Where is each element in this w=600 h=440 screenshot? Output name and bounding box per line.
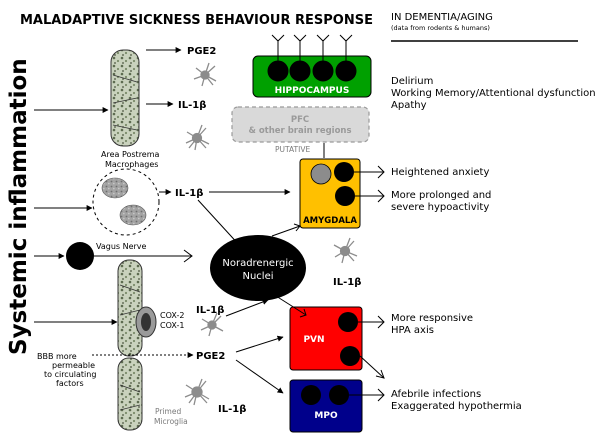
bbb-label-4: factors: [56, 379, 84, 388]
synapse-icon: [377, 315, 385, 329]
outcome-delirium: Delirium: [391, 76, 433, 87]
synapse-icon: [377, 189, 385, 203]
microglia-label: Microglia: [154, 417, 188, 426]
synapse-icon: [377, 388, 385, 402]
neuron-icon: [335, 186, 355, 206]
outcome-hpa-2: HPA axis: [391, 325, 434, 336]
synapse-icon: [293, 223, 301, 232]
pfc-label-1: PFC: [291, 115, 309, 125]
bbb-label-2: permeable: [52, 361, 95, 370]
pge2-top-label: PGE2: [187, 46, 216, 57]
side-label: Systemic inflammation: [6, 58, 32, 355]
nuclei-to-pvn: [275, 295, 307, 316]
pfc-box: [231, 106, 370, 143]
cox-core-icon: [141, 313, 151, 331]
microglia-icon: [184, 378, 210, 406]
endothelial-cell-icon: [110, 49, 140, 147]
pfc-label-2: & other brain regions: [248, 126, 351, 136]
mpo-label: MPO: [314, 411, 338, 421]
microglia-icon: [185, 124, 210, 151]
il1b-lower-label: IL-1β: [196, 305, 224, 316]
neuron-icon: [334, 162, 354, 182]
aside-title: IN DEMENTIA/AGING: [391, 12, 493, 23]
cox1-label: COX-1: [160, 321, 184, 330]
neuron-icon: [329, 385, 349, 405]
nuclei-to-amygdala: [271, 225, 301, 237]
neuron-icon: [340, 346, 360, 366]
area-postrema-circle: [92, 168, 160, 236]
macrophages-label: Macrophages: [105, 160, 158, 169]
macrophage-icon: [119, 204, 147, 226]
arrow-icon: [235, 335, 284, 353]
putative-label: PUTATIVE: [275, 145, 310, 154]
vagus-label: Vagus Nerve: [96, 242, 147, 251]
primed-label: Primed: [155, 407, 181, 416]
il1b-amygdala-label: IL-1β: [333, 277, 361, 288]
synapse-icon: [377, 165, 385, 179]
macrophage-icon: [101, 177, 129, 199]
bbb-label-3: to circulating: [44, 370, 96, 379]
pvn-out-2: [359, 355, 385, 379]
synapse-icon: [299, 308, 307, 318]
outcome-anxiety: Heightened anxiety: [391, 167, 489, 178]
endothelial-cell-icon: [117, 259, 143, 357]
neuron-icon: [66, 242, 94, 270]
il1b-middle-label: IL-1β: [175, 188, 203, 199]
neuron-icon: [267, 34, 357, 82]
il1b-top-label: IL-1β: [178, 100, 206, 111]
endothelial-cell-icon: [117, 357, 143, 431]
il1b-bottom-label: IL-1β: [218, 404, 246, 415]
mpo-box: [289, 379, 363, 433]
diagram-title: MALADAPTIVE SICKNESS BEHAVIOUR RESPONSE: [20, 13, 373, 28]
pvn-label: PVN: [303, 335, 324, 345]
arrow-icon: [225, 299, 269, 317]
outcome-infections: Afebrile infections: [391, 389, 481, 400]
arrow-icon: [235, 359, 284, 394]
neuron-icon: [301, 385, 321, 405]
neuron-icon: [338, 312, 358, 332]
pge2-bottom-label: PGE2: [196, 351, 225, 362]
outcome-hypoactivity-1: More prolonged and: [391, 190, 491, 201]
neuron-icon: [310, 163, 332, 185]
aside-note: (data from rodents & humans): [391, 24, 490, 32]
outcome-hypoactivity-2: severe hypoactivity: [391, 202, 489, 213]
outcome-working-memory: Working Memory/Attentional dysfunction: [391, 88, 596, 99]
nuclei-label-2: Nuclei: [242, 271, 273, 282]
microglia-icon: [193, 62, 217, 87]
outcome-apathy: Apathy: [391, 100, 427, 111]
bbb-label-1: BBB more: [37, 352, 77, 361]
arrow-icon: [197, 199, 242, 248]
noradrenergic-nuclei: [210, 235, 306, 301]
cox2-label: COX-2: [160, 311, 184, 320]
microglia-icon: [200, 312, 224, 337]
hippocampus-label: HIPPOCAMPUS: [275, 86, 350, 96]
synapse-icon: [183, 249, 193, 263]
area-postrema-label: Area Postrema: [101, 150, 160, 159]
nuclei-label-1: Noradrenergic: [222, 258, 293, 269]
synapse-icon: [375, 369, 385, 379]
amygdala-label: AMYGDALA: [303, 216, 357, 226]
outcome-hpa-1: More responsive: [391, 313, 473, 324]
microglia-icon: [333, 237, 358, 264]
outcome-hypothermia: Exaggerated hypothermia: [391, 401, 522, 412]
